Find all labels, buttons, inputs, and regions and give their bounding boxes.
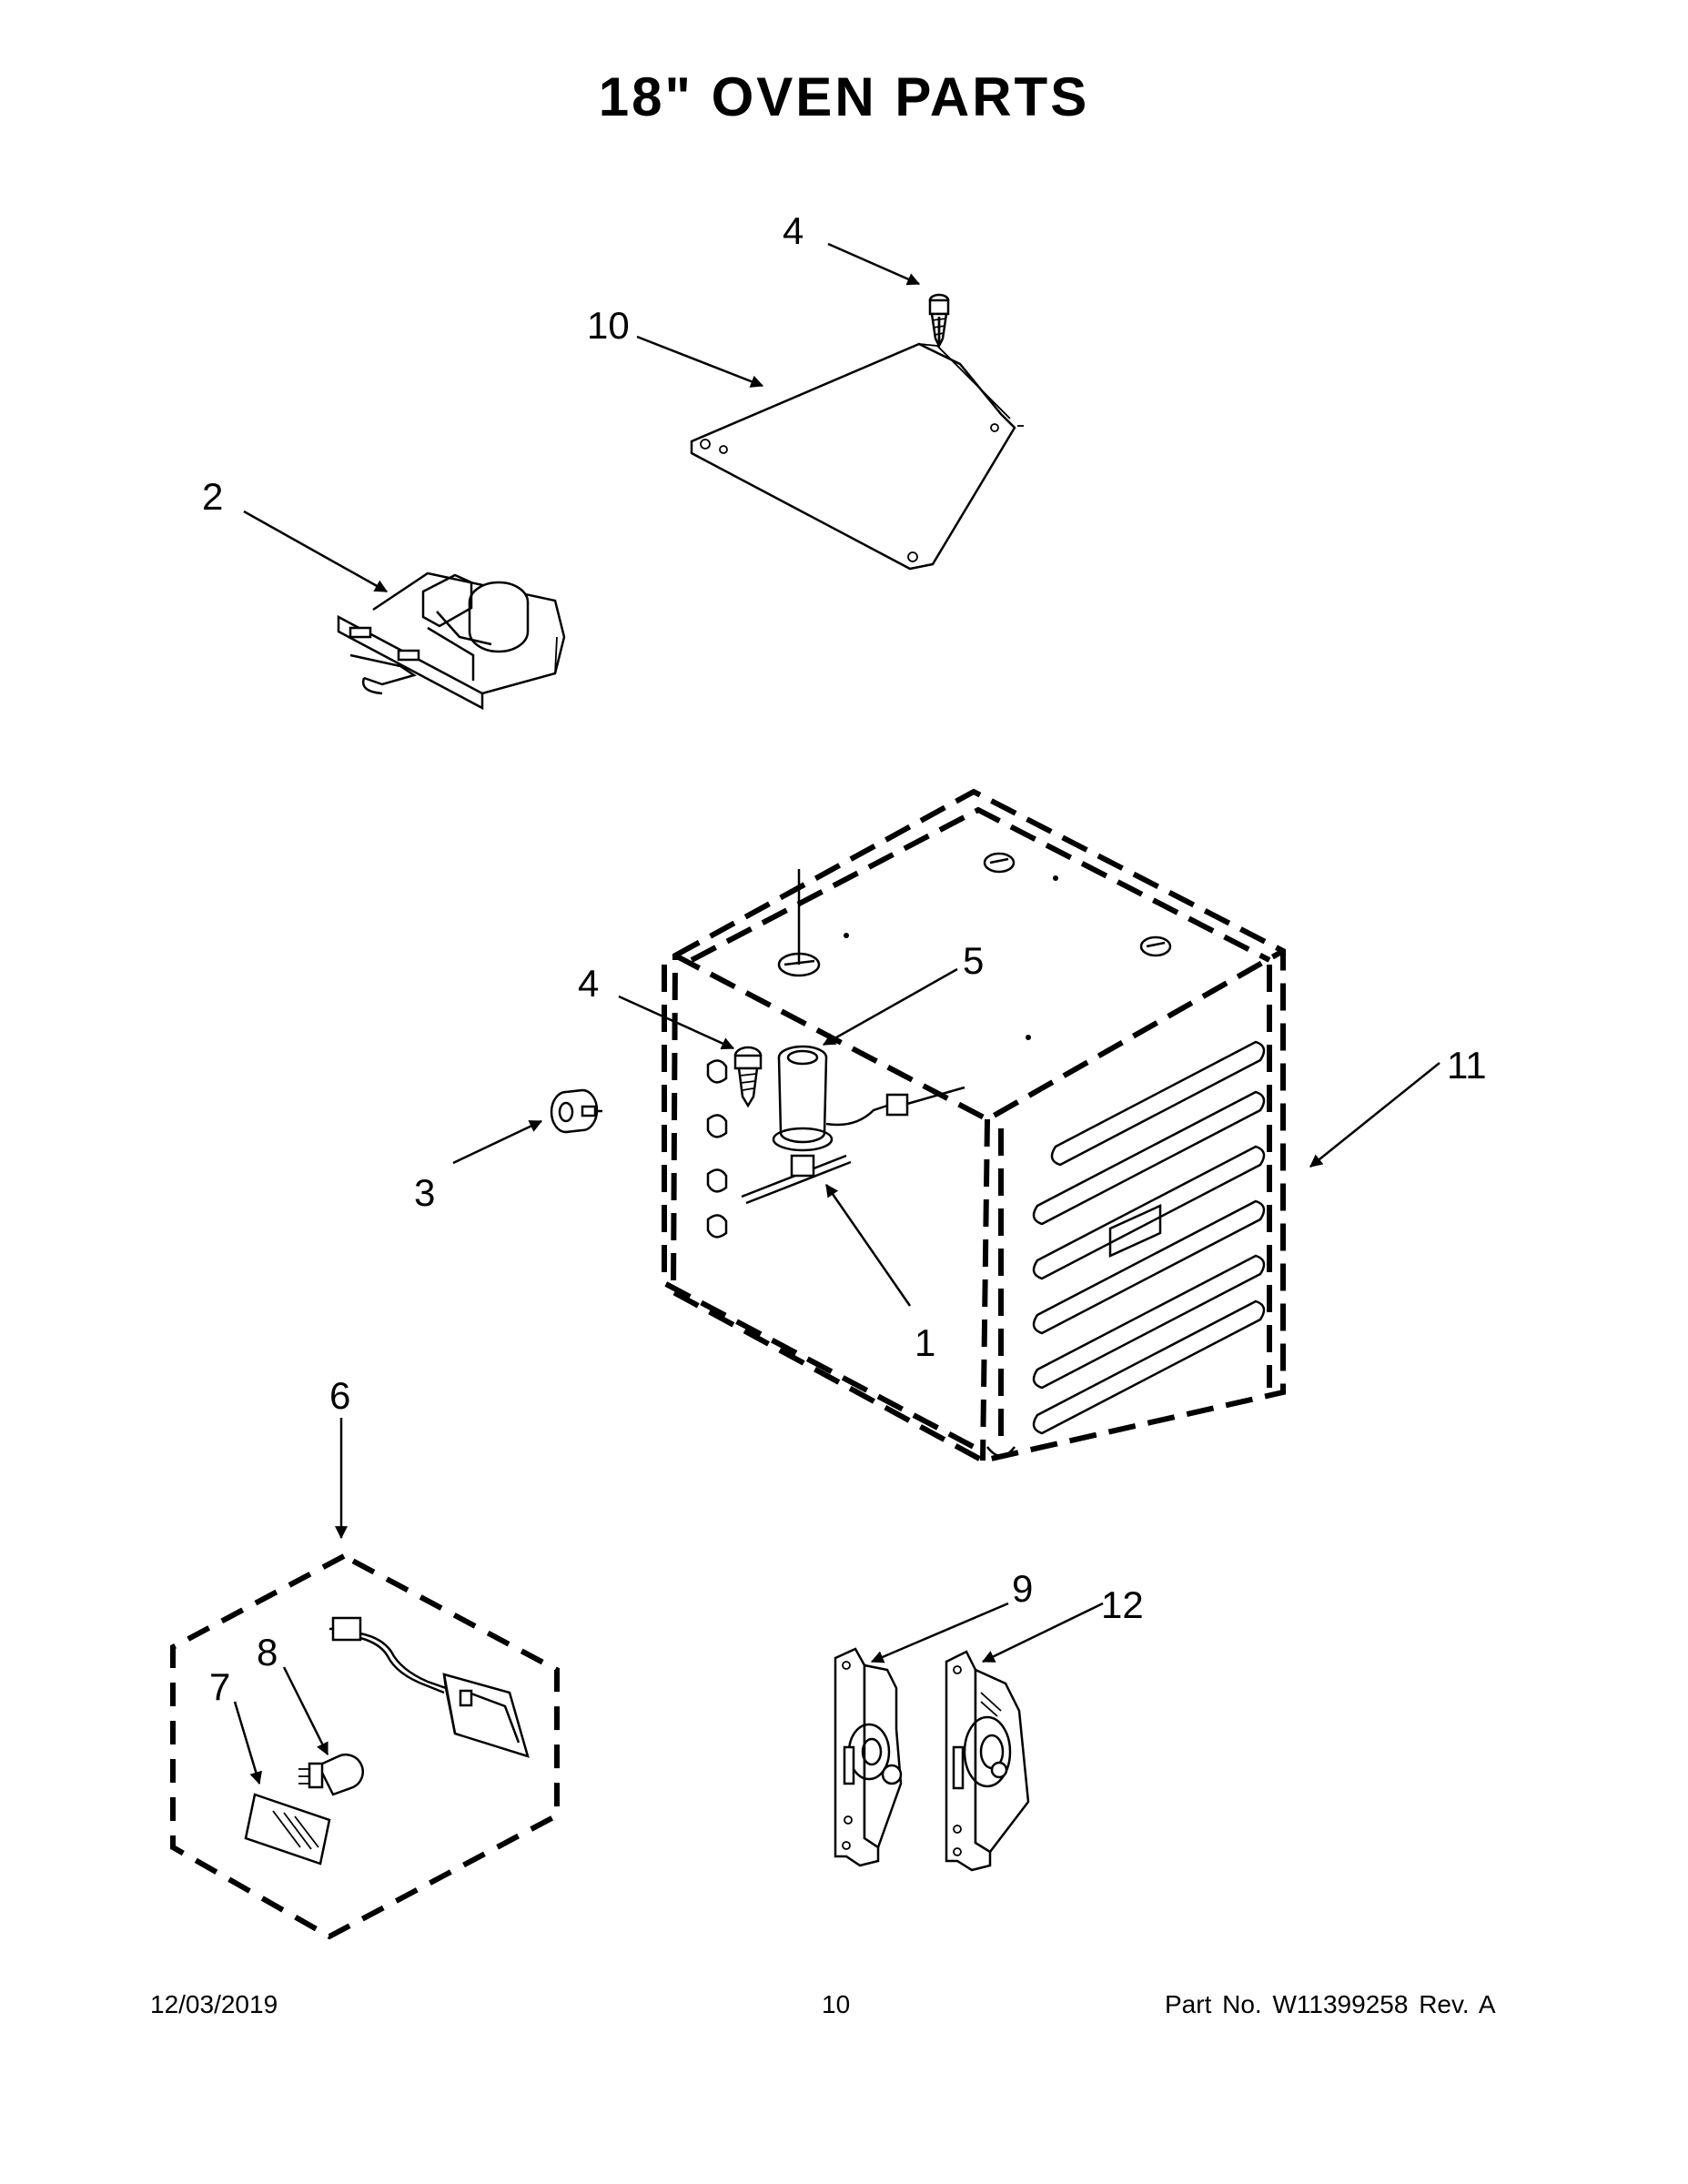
part-11-oven-cavity	[662, 788, 1286, 1464]
callout-8: 8	[257, 1631, 278, 1673]
callout-12: 12	[1101, 1583, 1144, 1626]
part-4-screw-mid	[733, 1046, 763, 1108]
arrow-11	[1309, 1062, 1440, 1168]
part-10-plate	[690, 342, 1024, 571]
part-3-bumper	[550, 1088, 602, 1134]
part-1-sensor	[741, 1154, 852, 1205]
callout-11: 11	[1447, 1044, 1487, 1087]
arrow-2	[243, 510, 389, 593]
part-5-cylinder	[772, 1045, 965, 1152]
footer-page-number: 10	[822, 1990, 851, 2018]
part-12-hinge	[945, 1650, 1030, 1872]
callout-4-mid: 4	[578, 962, 599, 1005]
page-title: 18" OVEN PARTS	[598, 66, 1090, 127]
arrow-5	[822, 967, 958, 1046]
callout-labels: 4 10 2 4 5 11 3 1 6 8 7 9 12	[202, 209, 1487, 1708]
arrow-12	[981, 1602, 1104, 1663]
callout-1: 1	[915, 1321, 935, 1364]
part-9-hinge	[834, 1647, 903, 1867]
arrow-4-mid	[618, 995, 735, 1050]
callout-6: 6	[329, 1374, 350, 1417]
footer-part-number: Part No. W11399258 Rev. A	[1165, 1990, 1496, 2018]
callout-arrows	[233, 242, 1440, 1785]
arrow-1	[824, 1184, 912, 1307]
part-6-kit-outline	[170, 1552, 560, 1940]
part-8-bulb	[298, 1754, 365, 1796]
callout-2: 2	[202, 475, 223, 518]
arrow-10	[636, 335, 764, 388]
arrow-3	[452, 1119, 543, 1165]
callout-4-top: 4	[783, 209, 804, 252]
part-7-lens	[244, 1793, 331, 1866]
callout-9: 9	[1012, 1567, 1033, 1610]
arrow-9	[870, 1602, 1009, 1663]
callout-3: 3	[414, 1171, 435, 1214]
part-2-assembly	[337, 571, 566, 711]
arrow-8	[282, 1666, 329, 1756]
part-6-light-harness	[329, 1616, 530, 1758]
arrow-7	[233, 1701, 263, 1785]
footer-date: 12/03/2019	[150, 1990, 278, 2018]
callout-5: 5	[963, 939, 984, 982]
callout-10: 10	[587, 304, 630, 347]
arrow-4-top	[827, 242, 921, 286]
callout-7: 7	[209, 1665, 230, 1708]
